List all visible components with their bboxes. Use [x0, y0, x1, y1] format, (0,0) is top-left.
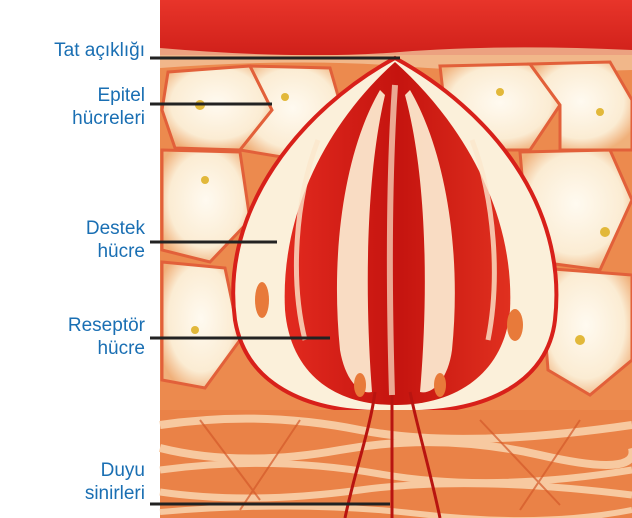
label-receptor-cell-line-2: hücre	[68, 337, 145, 360]
label-sensory-nerves-line-1: Duyu	[85, 459, 145, 482]
label-support-cell-line-2: hücre	[86, 240, 145, 263]
connective-tissue	[160, 410, 632, 518]
label-epithelial-cells-line-2: hücreleri	[72, 107, 145, 130]
label-epithelial-cells: Epitel hücreleri	[72, 84, 145, 130]
label-receptor-cell: Reseptör hücre	[68, 314, 145, 360]
label-sensory-nerves: Duyu sinirleri	[85, 459, 145, 505]
surface-layer	[160, 0, 632, 55]
label-receptor-cell-line-1: Reseptör	[68, 314, 145, 337]
label-support-cell-line-1: Destek	[86, 217, 145, 240]
label-epithelial-cells-line-1: Epitel	[72, 84, 145, 107]
label-taste-pore: Tat açıklığı	[54, 39, 145, 62]
label-support-cell: Destek hücre	[86, 217, 145, 263]
label-taste-pore-line-1: Tat açıklığı	[54, 39, 145, 62]
label-sensory-nerves-line-2: sinirleri	[85, 482, 145, 505]
